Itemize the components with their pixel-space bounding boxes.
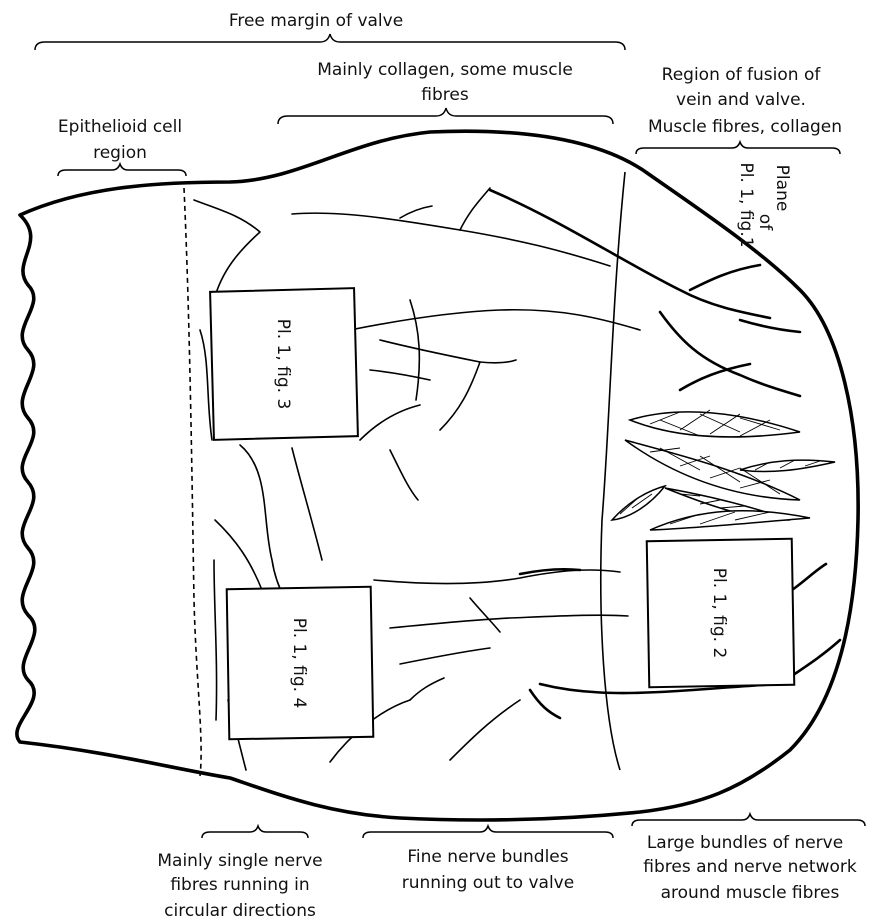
brace-fusion — [636, 142, 840, 154]
label-large-line1: Large bundles of nerve — [647, 833, 843, 853]
brace-epithelioid — [58, 164, 186, 176]
label-plane-line2: of — [755, 214, 775, 231]
brace-free-margin — [35, 34, 625, 50]
label-fusion-line2: vein and valve. — [676, 90, 806, 110]
label-single-line2: fibres running in — [170, 875, 309, 895]
brace-fine — [363, 826, 613, 838]
label-epithelioid-line1: Epithelioid cell — [58, 117, 182, 137]
label-plane-line1: Plane — [772, 165, 792, 212]
label-plane-line3: Pl. 1, fig.1 — [736, 162, 756, 247]
label-fine-line1: Fine nerve bundles — [407, 847, 568, 867]
label-free-margin: Free margin of valve — [229, 11, 403, 31]
box-pl1-fig3: Pl. 1, fig. 3 — [210, 288, 358, 440]
box-pl1-fig4-label: Pl. 1, fig. 4 — [289, 618, 309, 709]
muscle-fibre-group — [612, 410, 835, 530]
brace-large — [632, 814, 865, 826]
label-fine-line2: running out to valve — [402, 873, 574, 893]
box-pl1-fig2-label: Pl. 1, fig. 2 — [709, 568, 729, 659]
brace-collagen — [278, 108, 613, 124]
label-single-line1: Mainly single nerve — [157, 851, 322, 871]
brace-single — [202, 826, 308, 838]
plane-line — [601, 172, 625, 770]
box-pl1-fig4: Pl. 1, fig. 4 — [227, 587, 374, 739]
label-large-line2: fibres and nerve network — [643, 857, 857, 877]
epithelioid-boundary-dashed — [184, 188, 201, 776]
label-single-line3: circular directions — [164, 901, 316, 921]
box-pl1-fig3-label: Pl. 1, fig. 3 — [273, 319, 293, 410]
box-pl1-fig2: Pl. 1, fig. 2 — [647, 539, 795, 688]
label-fusion-line1: Region of fusion of — [662, 65, 822, 85]
fine-nerve-bundles-lower — [330, 570, 628, 762]
label-collagen-line1: Mainly collagen, some muscle — [317, 60, 573, 80]
label-epithelioid-line2: region — [93, 143, 147, 163]
label-large-line3: around muscle fibres — [661, 883, 840, 903]
label-collagen-line2: fibres — [421, 85, 469, 105]
label-fusion-line3: Muscle fibres, collagen — [648, 117, 842, 137]
